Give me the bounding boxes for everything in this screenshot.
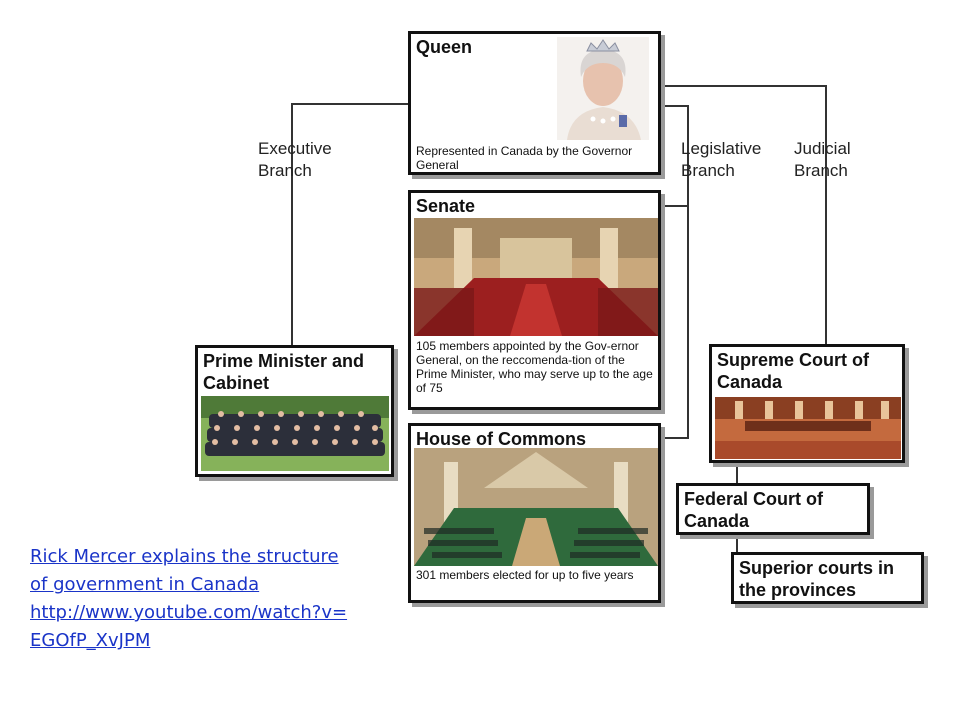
queen-caption: Represented in Canada by the Governor Ge…: [416, 144, 633, 172]
senate-caption: 105 members appointed by the Gov-ernor G…: [416, 339, 653, 395]
video-link-line-4[interactable]: EGOfP_XvJPM: [30, 630, 151, 651]
supreme-court-title: Supreme Court of Canada: [717, 350, 870, 392]
executive-connector: [291, 103, 409, 346]
queen-node: Queen Represented in Canada by the Gover…: [408, 31, 661, 175]
queen-title: Queen: [416, 37, 473, 57]
federal-court-node: Federal Court of Canada: [676, 483, 870, 535]
senate-title: Senate: [416, 196, 476, 216]
senate-chamber-photo: [414, 218, 658, 336]
legislative-connector: [660, 105, 689, 439]
video-link[interactable]: Rick Mercer explains the structure of go…: [30, 543, 390, 655]
commons-chamber-photo: [414, 448, 658, 566]
judicial-branch-label: Judicial Branch: [794, 139, 851, 180]
queen-portrait: [557, 37, 649, 140]
superior-courts-node: Superior courts in the provinces: [731, 552, 924, 604]
supreme-court-photo: [715, 397, 901, 459]
superior-courts-title: Superior courts in the provinces: [739, 558, 895, 600]
video-link-line-2[interactable]: of government in Canada: [30, 574, 260, 595]
video-link-line-3[interactable]: http://www.youtube.com/watch?v=: [30, 602, 348, 623]
pm-cabinet-title: Prime Minister and Cabinet: [203, 351, 365, 393]
executive-branch-label: Executive Branch: [258, 139, 332, 180]
cabinet-group-photo: [201, 396, 389, 471]
house-of-commons-title: House of Commons: [416, 429, 587, 449]
judicial-connector: [660, 85, 827, 344]
video-link-line-1[interactable]: Rick Mercer explains the structure: [30, 546, 339, 567]
federal-court-title: Federal Court of Canada: [684, 489, 824, 531]
house-of-commons-node: House of Commons 301 members elected for…: [408, 423, 661, 603]
legislative-branch-label: Legislative Branch: [681, 139, 762, 180]
supreme-court-node: Supreme Court of Canada: [709, 344, 905, 463]
commons-caption: 301 members elected for up to five years: [416, 568, 634, 582]
senate-node: Senate 105 members appointed by the Gov-…: [408, 190, 661, 410]
pm-cabinet-node: Prime Minister and Cabinet: [195, 345, 394, 477]
